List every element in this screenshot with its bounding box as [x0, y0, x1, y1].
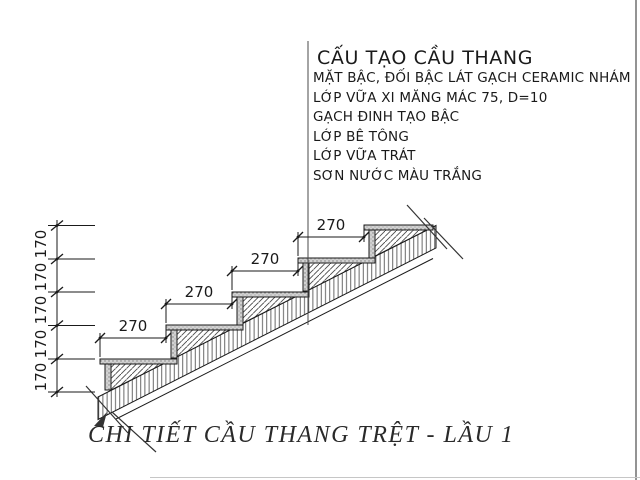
layer-note-ceramic: MẶT BẬC, ĐỐI BẬC LÁT GẠCH CERAMIC NHÁM — [313, 70, 631, 86]
layer-note-paint: SƠN NƯỚC MÀU TRẮNG — [313, 167, 483, 184]
riser-dim-label-2: 170 — [32, 329, 50, 359]
tread-dim-label-1: 270 — [118, 317, 148, 335]
break-line-bottom — [85, 385, 157, 453]
riser-bands — [104, 229, 376, 391]
riser-dimension-chain — [48, 220, 95, 398]
drawing-title: CẤU TẠO CẦU THANG — [317, 47, 534, 69]
riser-dim-label-4: 170 — [32, 262, 50, 292]
break-line-top — [406, 204, 464, 260]
tread-dim-label-3: 270 — [250, 250, 280, 268]
layer-note-plaster: LỚP VỮA TRÁT — [313, 148, 416, 164]
tread-dim-label-4: 270 — [316, 216, 346, 234]
riser-dim-label-1: 170 — [32, 362, 50, 392]
tread-dimension-lines — [94, 227, 370, 357]
layer-note-concrete: LỚP BÊ TÔNG — [313, 128, 409, 145]
tread-dim-label-2: 270 — [184, 283, 214, 301]
riser-dim-label-3: 170 — [32, 295, 50, 325]
riser-dim-label-5: 170 — [32, 229, 50, 259]
layer-note-mortar: LỚP VỮA XI MĂNG MÁC 75, D=10 — [313, 89, 548, 106]
layer-note-brick: GẠCH ĐINH TẠO BẬC — [313, 109, 460, 125]
drawing-caption: CHI TIẾT CẦU THANG TRỆT - LẦU 1 — [88, 422, 515, 448]
sheet-bottom-edge — [150, 477, 640, 478]
layer-notes: MẶT BẬC, ĐỐI BẬC LÁT GẠCH CERAMIC NHÁM L… — [313, 69, 631, 186]
plaster-line — [115, 258, 434, 420]
sheet-right-edge — [635, 0, 637, 480]
